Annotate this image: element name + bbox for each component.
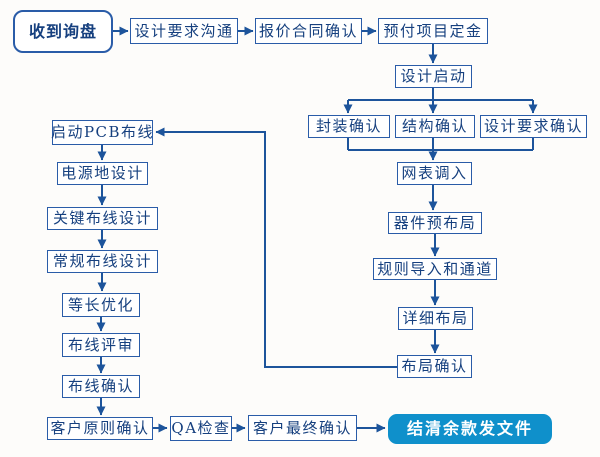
- node-quote-contract-confirm: 报价合同确认: [255, 18, 362, 44]
- node-customer-final-confirm: 客户最终确认: [248, 415, 357, 441]
- node-package-confirm: 封装确认: [308, 115, 390, 138]
- node-start-pcb-routing: 启动PCB布线: [51, 120, 153, 145]
- node-rules-import-and-channel: 规则导入和通道: [373, 258, 497, 280]
- node-power-ground-design: 电源地设计: [57, 162, 148, 185]
- node-detailed-placement: 详细布局: [398, 307, 473, 330]
- node-general-routing-design: 常规布线设计: [47, 250, 158, 273]
- node-netlist-import: 网表调入: [397, 162, 472, 185]
- node-critical-routing-design: 关键布线设计: [47, 207, 158, 230]
- node-placement-confirm: 布局确认: [397, 355, 472, 378]
- node-length-matching-optimization: 等长优化: [62, 293, 140, 317]
- node-final-payment-and-file-delivery: 结清余款发文件: [388, 414, 552, 444]
- node-customer-principle-confirm: 客户原则确认: [47, 417, 153, 440]
- node-qa-check: QA检查: [170, 416, 232, 441]
- node-design-requirement-confirm: 设计要求确认: [480, 115, 587, 138]
- node-device-preplacement: 器件预布局: [388, 212, 482, 234]
- node-received-inquiry: 收到询盘: [13, 10, 113, 53]
- node-routing-review: 布线评审: [62, 333, 140, 357]
- node-design-requirement-communication: 设计要求沟通: [130, 18, 238, 44]
- node-design-start: 设计启动: [395, 65, 472, 88]
- node-prepay-project-deposit: 预付项目定金: [378, 18, 488, 44]
- node-structure-confirm: 结构确认: [395, 115, 475, 138]
- node-routing-confirm: 布线确认: [62, 375, 140, 398]
